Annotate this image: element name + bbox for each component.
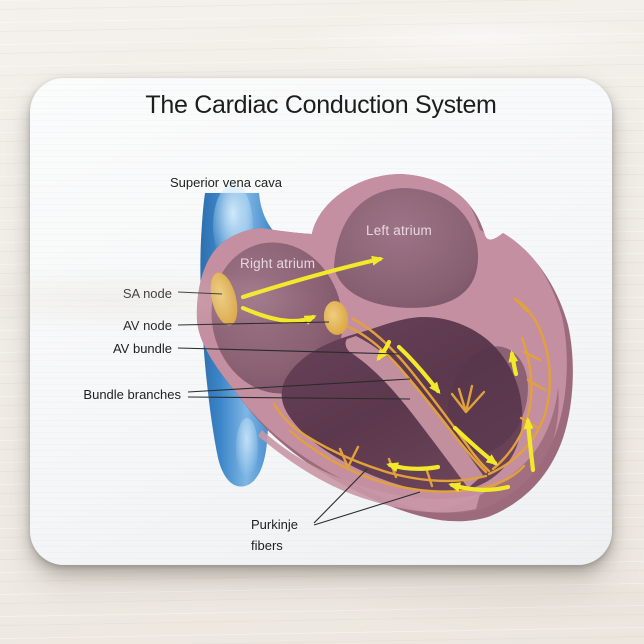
left-ventricle-shadow bbox=[448, 346, 528, 454]
left-atrium-cavity bbox=[334, 188, 479, 308]
label-av-bundle: AV bundle bbox=[112, 341, 172, 356]
leader-lines bbox=[177, 291, 421, 526]
page-title: The Cardiac Conduction System bbox=[145, 91, 497, 119]
label-bundle-branches: Bundle branches bbox=[83, 387, 181, 402]
label-sa-node: SA node bbox=[122, 286, 172, 301]
purkinje-fiber-network bbox=[272, 297, 552, 493]
label-av-node: AV node bbox=[123, 318, 172, 333]
label-right-atrium: Right atrium bbox=[240, 256, 316, 271]
label-purkinje-fibers: Purkinje fibers bbox=[251, 517, 298, 553]
av-node-shape bbox=[323, 301, 349, 335]
label-superior-vena-cava: Superior vena cava bbox=[170, 175, 283, 190]
sa-node-shape bbox=[210, 272, 238, 326]
interventricular-septum bbox=[345, 336, 483, 488]
label-left-atrium: Left atrium bbox=[366, 223, 432, 238]
conduction-arrows bbox=[240, 255, 536, 492]
right-ventricle-bottom-wall bbox=[258, 430, 480, 513]
